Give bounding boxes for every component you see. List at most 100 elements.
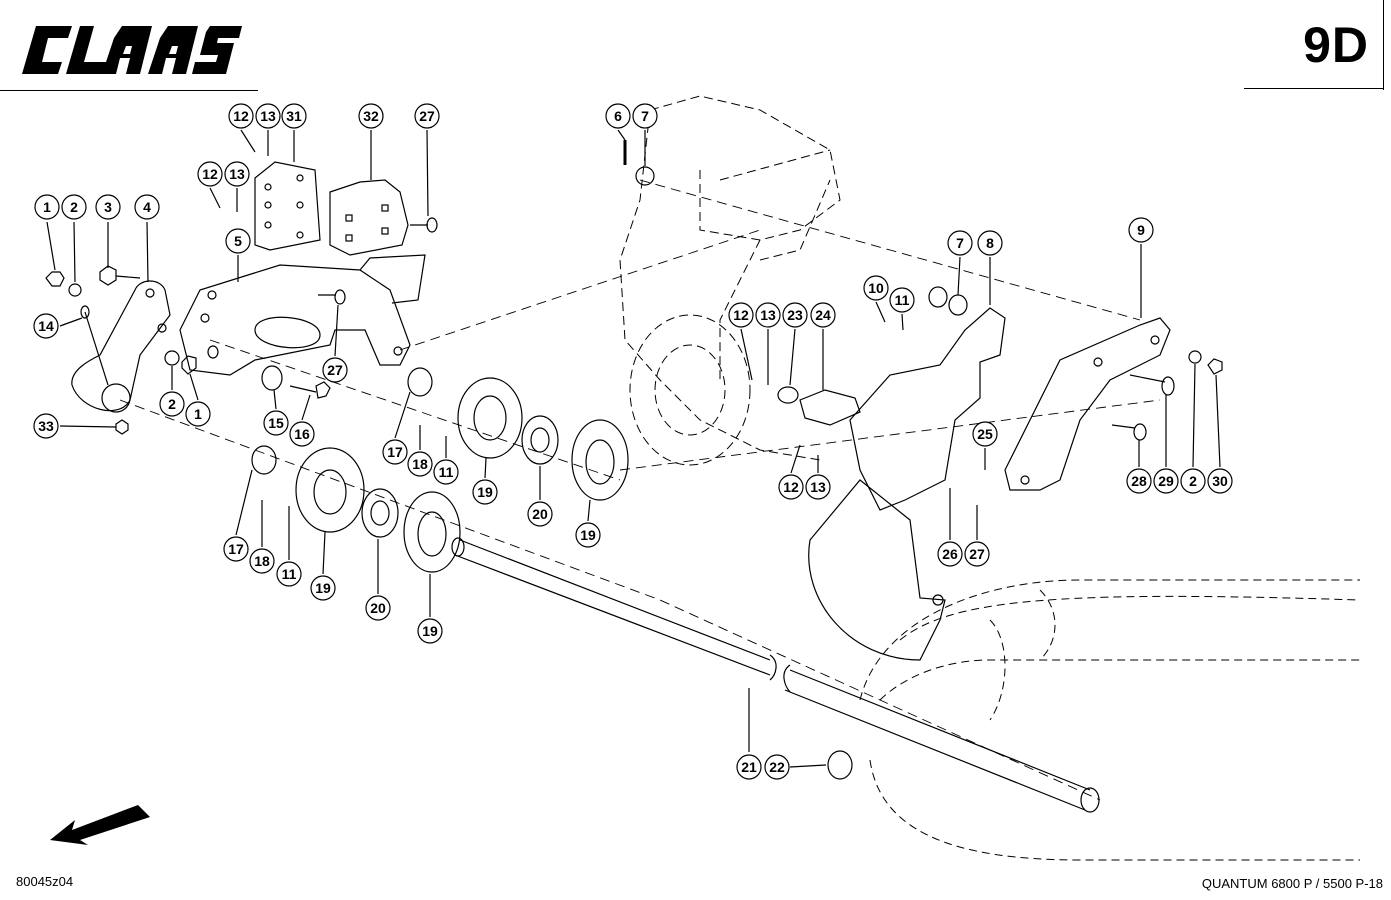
callout-label: 4 — [143, 199, 151, 215]
callout-label: 13 — [810, 479, 826, 495]
callout-18-b: 18 — [249, 500, 275, 574]
callout-label: 33 — [38, 418, 54, 434]
callout-14: 14 — [33, 313, 83, 339]
callout-19-a: 19 — [472, 457, 498, 505]
callout-27-b: 27 — [322, 304, 348, 383]
header-rule-vertical — [1383, 0, 1384, 90]
callout-label: 13 — [229, 166, 245, 182]
callout-label: 2 — [168, 396, 176, 412]
callout-label: 32 — [363, 108, 379, 124]
callout-28: 28 — [1126, 440, 1152, 494]
callout-label: 27 — [969, 546, 985, 562]
callout-2-a: 2 — [61, 194, 87, 283]
callout-label: 1 — [194, 406, 202, 422]
callout-19-c: 19 — [310, 531, 336, 601]
callout-label: 7 — [956, 235, 964, 251]
part-8-cover — [849, 307, 1006, 511]
callout-16: 16 — [289, 394, 315, 447]
callout-7-a: 7 — [632, 103, 658, 166]
header-rule-left — [0, 90, 258, 91]
callout-label: 12 — [202, 166, 218, 182]
callout-22: 22 — [764, 754, 827, 780]
callout-20-b: 20 — [365, 539, 391, 621]
callout-label: 20 — [370, 600, 386, 616]
callout-2-c: 2 — [1180, 363, 1206, 494]
callout-4: 4 — [134, 194, 160, 283]
claas-logo — [22, 24, 242, 76]
callout-label: 27 — [419, 108, 435, 124]
model-designation: QUANTUM 6800 P / 5500 P-18 — [1201, 876, 1383, 891]
callout-27-a: 27 — [414, 103, 440, 217]
part-19-flange-d — [403, 491, 461, 573]
gearbox-housing-outline — [619, 95, 841, 466]
callout-27-c: 27 — [964, 505, 990, 567]
callout-19-b: 19 — [575, 499, 601, 548]
part-5-plate — [179, 264, 411, 376]
callout-6: 6 — [605, 103, 631, 141]
callout-label: 11 — [439, 464, 454, 480]
callout-12-c: 12 — [728, 302, 754, 381]
callout-24: 24 — [810, 302, 836, 390]
callout-11-b: 11 — [433, 436, 459, 485]
callout-label: 1 — [43, 199, 51, 215]
callout-label: 12 — [783, 479, 799, 495]
callout-13-c: 13 — [755, 302, 781, 385]
part-19-flange-a — [457, 377, 523, 459]
part-17-ring-upper — [407, 367, 433, 397]
callout-label: 21 — [741, 759, 757, 775]
callout-30: 30 — [1207, 374, 1233, 494]
callout-label: 13 — [760, 307, 776, 323]
callout-20-a: 20 — [527, 466, 553, 527]
callout-8: 8 — [977, 230, 1003, 305]
callout-layer: 1 2 3 4 5 6 7 7 8 9 10 11 11 11 12 12 12… — [33, 103, 1233, 780]
callout-7-b: 7 — [947, 230, 973, 296]
callout-2-b: 2 — [159, 366, 185, 417]
part-19-flange-c — [295, 447, 365, 533]
callout-label: 3 — [104, 199, 112, 215]
callout-31: 31 — [281, 103, 307, 162]
callout-label: 2 — [1189, 473, 1197, 489]
part-19-flange-b — [571, 419, 629, 501]
callout-13-b: 13 — [224, 161, 250, 212]
callout-label: 23 — [787, 307, 803, 323]
page-code: 9D — [1303, 17, 1369, 73]
callout-label: 19 — [580, 527, 596, 543]
callout-label: 30 — [1212, 473, 1228, 489]
callout-label: 29 — [1158, 473, 1174, 489]
callout-21: 21 — [736, 688, 762, 780]
callout-label: 18 — [412, 456, 428, 472]
callout-17-a: 17 — [382, 391, 411, 465]
part-4-bracket — [71, 280, 171, 412]
claas-logo-mark — [22, 26, 242, 74]
part-21-shaft — [454, 539, 1091, 811]
callout-label: 12 — [733, 307, 749, 323]
callout-label: 6 — [614, 108, 622, 124]
callout-label: 16 — [294, 426, 310, 442]
callout-3: 3 — [95, 194, 121, 268]
callout-13-d: 13 — [805, 455, 831, 500]
callout-label: 5 — [234, 233, 242, 249]
part-24-block — [799, 389, 861, 426]
callout-label: 9 — [1137, 222, 1145, 238]
part-17-ring-lower — [251, 445, 277, 475]
part-20-bearing-b — [361, 488, 399, 538]
callout-label: 20 — [532, 506, 548, 522]
part-32-plate — [329, 179, 409, 256]
callout-12-d: 12 — [778, 444, 804, 500]
callout-label: 2 — [70, 199, 78, 215]
callout-label: 13 — [260, 108, 276, 124]
part-22-seal — [827, 750, 853, 780]
callout-label: 19 — [422, 623, 438, 639]
callout-26: 26 — [937, 488, 963, 567]
callout-label: 24 — [815, 307, 831, 323]
callout-label: 8 — [986, 235, 994, 251]
part-9-bracket — [1004, 317, 1171, 491]
callout-label: 18 — [254, 553, 270, 569]
callout-10: 10 — [863, 275, 889, 323]
rotor-drum-outline — [859, 579, 1361, 861]
callout-1-a: 1 — [34, 194, 60, 271]
callout-label: 17 — [228, 541, 244, 557]
callout-29: 29 — [1153, 395, 1179, 494]
drawing-reference: 80045z04 — [16, 874, 74, 889]
